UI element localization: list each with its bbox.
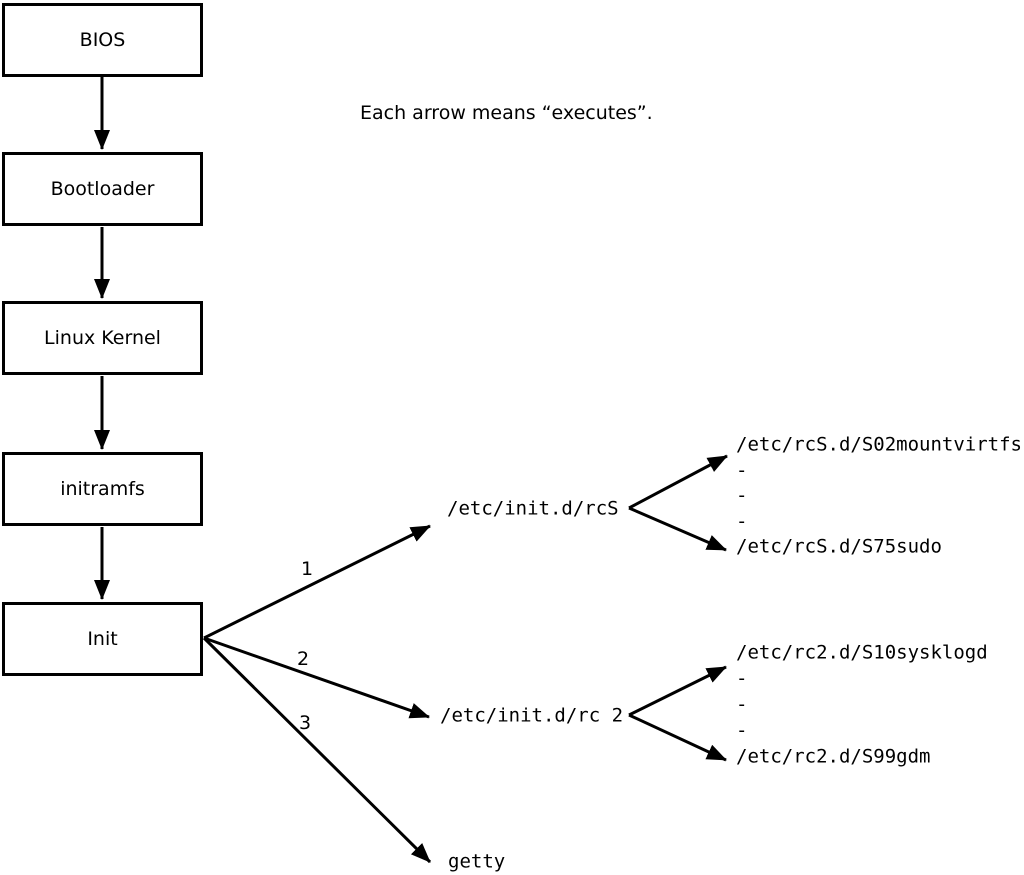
box-initramfs: initramfs bbox=[2, 452, 203, 526]
box-bootloader: Bootloader bbox=[2, 152, 203, 226]
box-bootloader-label: Bootloader bbox=[50, 178, 155, 200]
box-bios: BIOS bbox=[2, 3, 203, 77]
branch-number-3: 3 bbox=[298, 712, 312, 734]
arrow-init-to-getty bbox=[202, 636, 432, 864]
branch-number-2: 2 bbox=[296, 648, 310, 670]
arrow-rcs-to-s75sudo bbox=[628, 506, 727, 552]
label-rc2-script-first: /etc/rc2.d/S10sysklogd bbox=[736, 641, 988, 664]
box-initramfs-label: initramfs bbox=[60, 478, 145, 500]
label-rcs-script-last: /etc/rcS.d/S75sudo bbox=[736, 535, 942, 558]
label-rc2-script-last: /etc/rc2.d/S99gdm bbox=[736, 745, 931, 768]
arrow-rc2-to-s99gdm bbox=[628, 713, 727, 762]
box-linux-kernel: Linux Kernel bbox=[2, 301, 203, 375]
arrow-rcs-to-s02mountvirtfs bbox=[628, 454, 728, 510]
arrow-init-to-rcs bbox=[203, 524, 431, 640]
box-init-label: Init bbox=[87, 628, 118, 650]
box-bios-label: BIOS bbox=[79, 29, 126, 51]
label-rcs-ellipsis-dash: - bbox=[736, 510, 748, 533]
label-rc2-ellipsis-dash: - bbox=[736, 693, 748, 716]
label-rc2-ellipsis-dash: - bbox=[736, 667, 748, 690]
box-init: Init bbox=[2, 602, 203, 676]
label-rcs-ellipsis-dash: - bbox=[736, 459, 748, 482]
label-rcs-ellipsis-dash: - bbox=[736, 484, 748, 507]
label-rc2-ellipsis-dash: - bbox=[736, 719, 748, 742]
label-init-d-rc2: /etc/init.d/rc 2 bbox=[440, 704, 624, 727]
arrow-init-to-rc2 bbox=[203, 636, 430, 719]
box-linux-kernel-label: Linux Kernel bbox=[44, 327, 161, 349]
branch-number-1: 1 bbox=[300, 558, 314, 580]
label-rcs-script-first: /etc/rcS.d/S02mountvirtfs bbox=[736, 433, 1022, 456]
arrow-rc2-to-s10sysklogd bbox=[628, 665, 727, 717]
label-init-d-rcs: /etc/init.d/rcS bbox=[447, 497, 619, 520]
legend-note: Each arrow means “executes”. bbox=[360, 101, 653, 124]
label-getty: getty bbox=[448, 850, 506, 873]
